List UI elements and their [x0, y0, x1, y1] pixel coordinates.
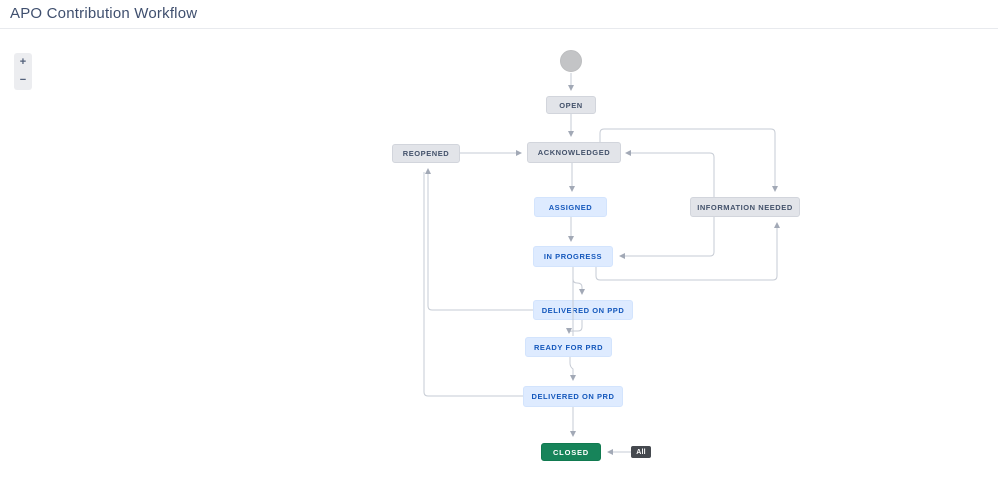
status-node-assigned[interactable]: ASSIGNED	[534, 197, 607, 217]
status-node-acknowledged[interactable]: ACKNOWLEDGED	[527, 142, 621, 163]
page-header: APO Contribution Workflow	[0, 0, 998, 29]
status-node-reopened[interactable]: REOPENED	[392, 144, 460, 163]
status-node-open[interactable]: OPEN	[546, 96, 596, 114]
workflow-diagram: OPEN REOPENED ACKNOWLEDGED ASSIGNED INFO…	[0, 29, 998, 477]
zoom-in-button[interactable]: +	[14, 53, 32, 72]
status-node-information-needed[interactable]: INFORMATION NEEDED	[690, 197, 800, 217]
all-transitions-badge: All	[631, 446, 651, 458]
status-node-in-progress[interactable]: IN PROGRESS	[533, 246, 613, 267]
page-title: APO Contribution Workflow	[10, 5, 198, 22]
status-node-ready-for-prd[interactable]: READY FOR PRD	[525, 337, 612, 357]
node-layer: OPEN REOPENED ACKNOWLEDGED ASSIGNED INFO…	[0, 29, 998, 477]
status-node-delivered-on-prd[interactable]: DELIVERED ON PRD	[523, 386, 623, 407]
start-node[interactable]	[560, 50, 582, 72]
zoom-out-button[interactable]: −	[14, 72, 32, 91]
status-node-delivered-on-ppd[interactable]: DELIVERED ON PPD	[533, 300, 633, 320]
zoom-control: + −	[14, 53, 32, 90]
status-node-closed[interactable]: CLOSED	[541, 443, 601, 461]
